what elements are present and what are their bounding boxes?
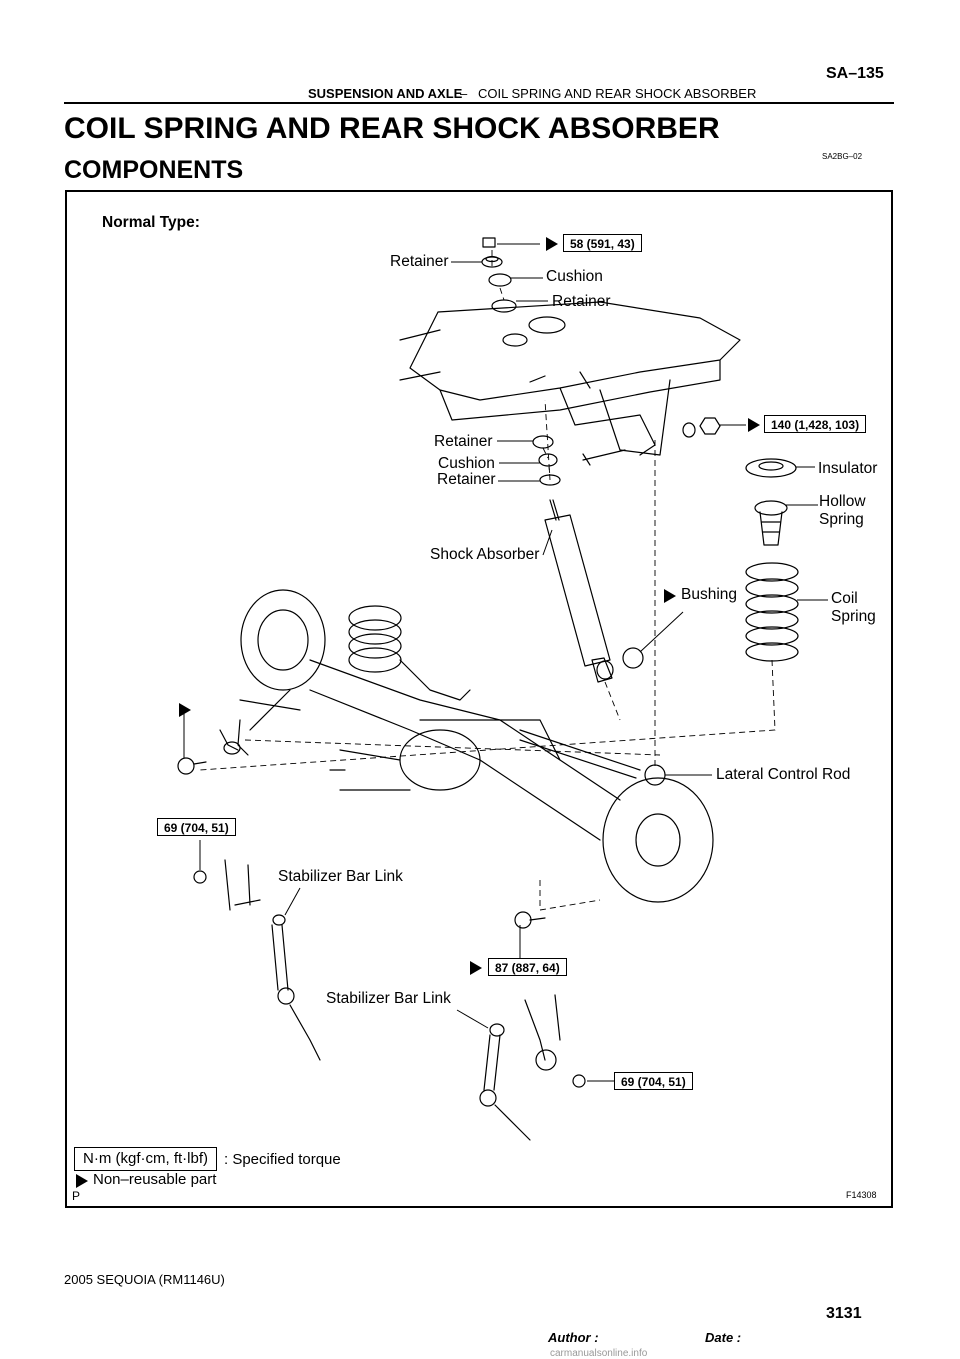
footer-author: Author : bbox=[548, 1330, 599, 1345]
bushing-label: Bushing bbox=[681, 586, 738, 603]
legend-nonreusable-text: Non–reusable part bbox=[93, 1171, 217, 1188]
nonreusable-marker-87 bbox=[470, 961, 482, 975]
header-rule bbox=[64, 102, 894, 104]
torque-label-140: 140 (1,428, 103) bbox=[764, 415, 867, 433]
lateral-control-rod-label: Lateral Control Rod bbox=[716, 766, 851, 783]
header-subsection: COIL SPRING AND REAR SHOCK ABSORBER bbox=[478, 86, 757, 101]
hollow-spring-label-line2: Spring bbox=[819, 511, 864, 528]
footer-model: 2005 SEQUOIA (RM1146U) bbox=[64, 1272, 225, 1287]
torque-label-69-left: 69 (704, 51) bbox=[157, 818, 236, 836]
nonreusable-marker-left-bolt bbox=[179, 703, 191, 717]
stabilizer-link-parts bbox=[193, 859, 586, 1141]
torque-label-69-right: 69 (704, 51) bbox=[614, 1072, 693, 1090]
shock-absorber-part bbox=[544, 499, 644, 683]
coil-spring-label-line2: Spring bbox=[831, 608, 876, 625]
rear-axle-assembly bbox=[239, 589, 714, 903]
header-page-code: SA–135 bbox=[826, 65, 884, 82]
cushion-label-top: Cushion bbox=[546, 268, 603, 285]
torque-label-58: 58 (591, 43) bbox=[563, 234, 642, 252]
cushion-label-mid: Cushion bbox=[438, 455, 495, 472]
retainer-label-top-right: Retainer bbox=[552, 293, 611, 310]
footer-date: Date : bbox=[705, 1330, 742, 1345]
header-section: SUSPENSION AND AXLE bbox=[308, 86, 463, 101]
frame-crossmember bbox=[399, 301, 741, 456]
insulator-label: Insulator bbox=[818, 460, 878, 477]
stabilizer-bar-link-label-2: Stabilizer Bar Link bbox=[326, 990, 451, 1007]
nonreusable-marker-bushing bbox=[664, 589, 676, 603]
header-dash: – bbox=[460, 86, 468, 101]
nonreusable-marker-140 bbox=[748, 418, 760, 432]
retainer-label-mid: Retainer bbox=[434, 433, 493, 450]
insulator-part bbox=[745, 458, 797, 478]
footer-page-number: 3131 bbox=[826, 1305, 862, 1322]
watermark: carmanualsonline.info bbox=[550, 1348, 648, 1359]
normal-type-label: Normal Type: bbox=[102, 214, 200, 231]
shock-absorber-label: Shock Absorber bbox=[430, 546, 540, 563]
figure-corner-p: P bbox=[72, 1189, 81, 1203]
figure-frame bbox=[65, 190, 893, 1208]
page-subtitle: COMPONENTS bbox=[64, 156, 244, 184]
figure-code: F14308 bbox=[846, 1190, 877, 1200]
top-mount-parts bbox=[481, 237, 517, 313]
stabilizer-bar-link-label-1: Stabilizer Bar Link bbox=[278, 868, 403, 885]
coil-spring-part bbox=[745, 562, 799, 662]
hollow-spring-label-line1: Hollow bbox=[819, 493, 866, 510]
legend-torque-unit: N·m (kgf·cm, ft·lbf) bbox=[74, 1147, 217, 1171]
left-bolt-part bbox=[177, 719, 249, 775]
legend-nonreusable-marker bbox=[76, 1174, 88, 1188]
nonreusable-marker-58 bbox=[546, 237, 558, 251]
coil-spring-label-line1: Coil bbox=[831, 590, 858, 607]
lateral-control-rod-part bbox=[519, 729, 666, 786]
retainer-label-top-left: Retainer bbox=[390, 253, 449, 270]
doc-code: SA2BG–02 bbox=[822, 152, 863, 161]
page-title: COIL SPRING AND REAR SHOCK ABSORBER bbox=[64, 112, 720, 145]
retainer-label-low: Retainer bbox=[437, 471, 496, 488]
legend-torque-text: : Specified torque bbox=[224, 1151, 341, 1168]
hollow-spring-part bbox=[754, 500, 788, 546]
torque-label-87: 87 (887, 64) bbox=[488, 958, 567, 976]
mid-mount-parts bbox=[532, 417, 721, 486]
